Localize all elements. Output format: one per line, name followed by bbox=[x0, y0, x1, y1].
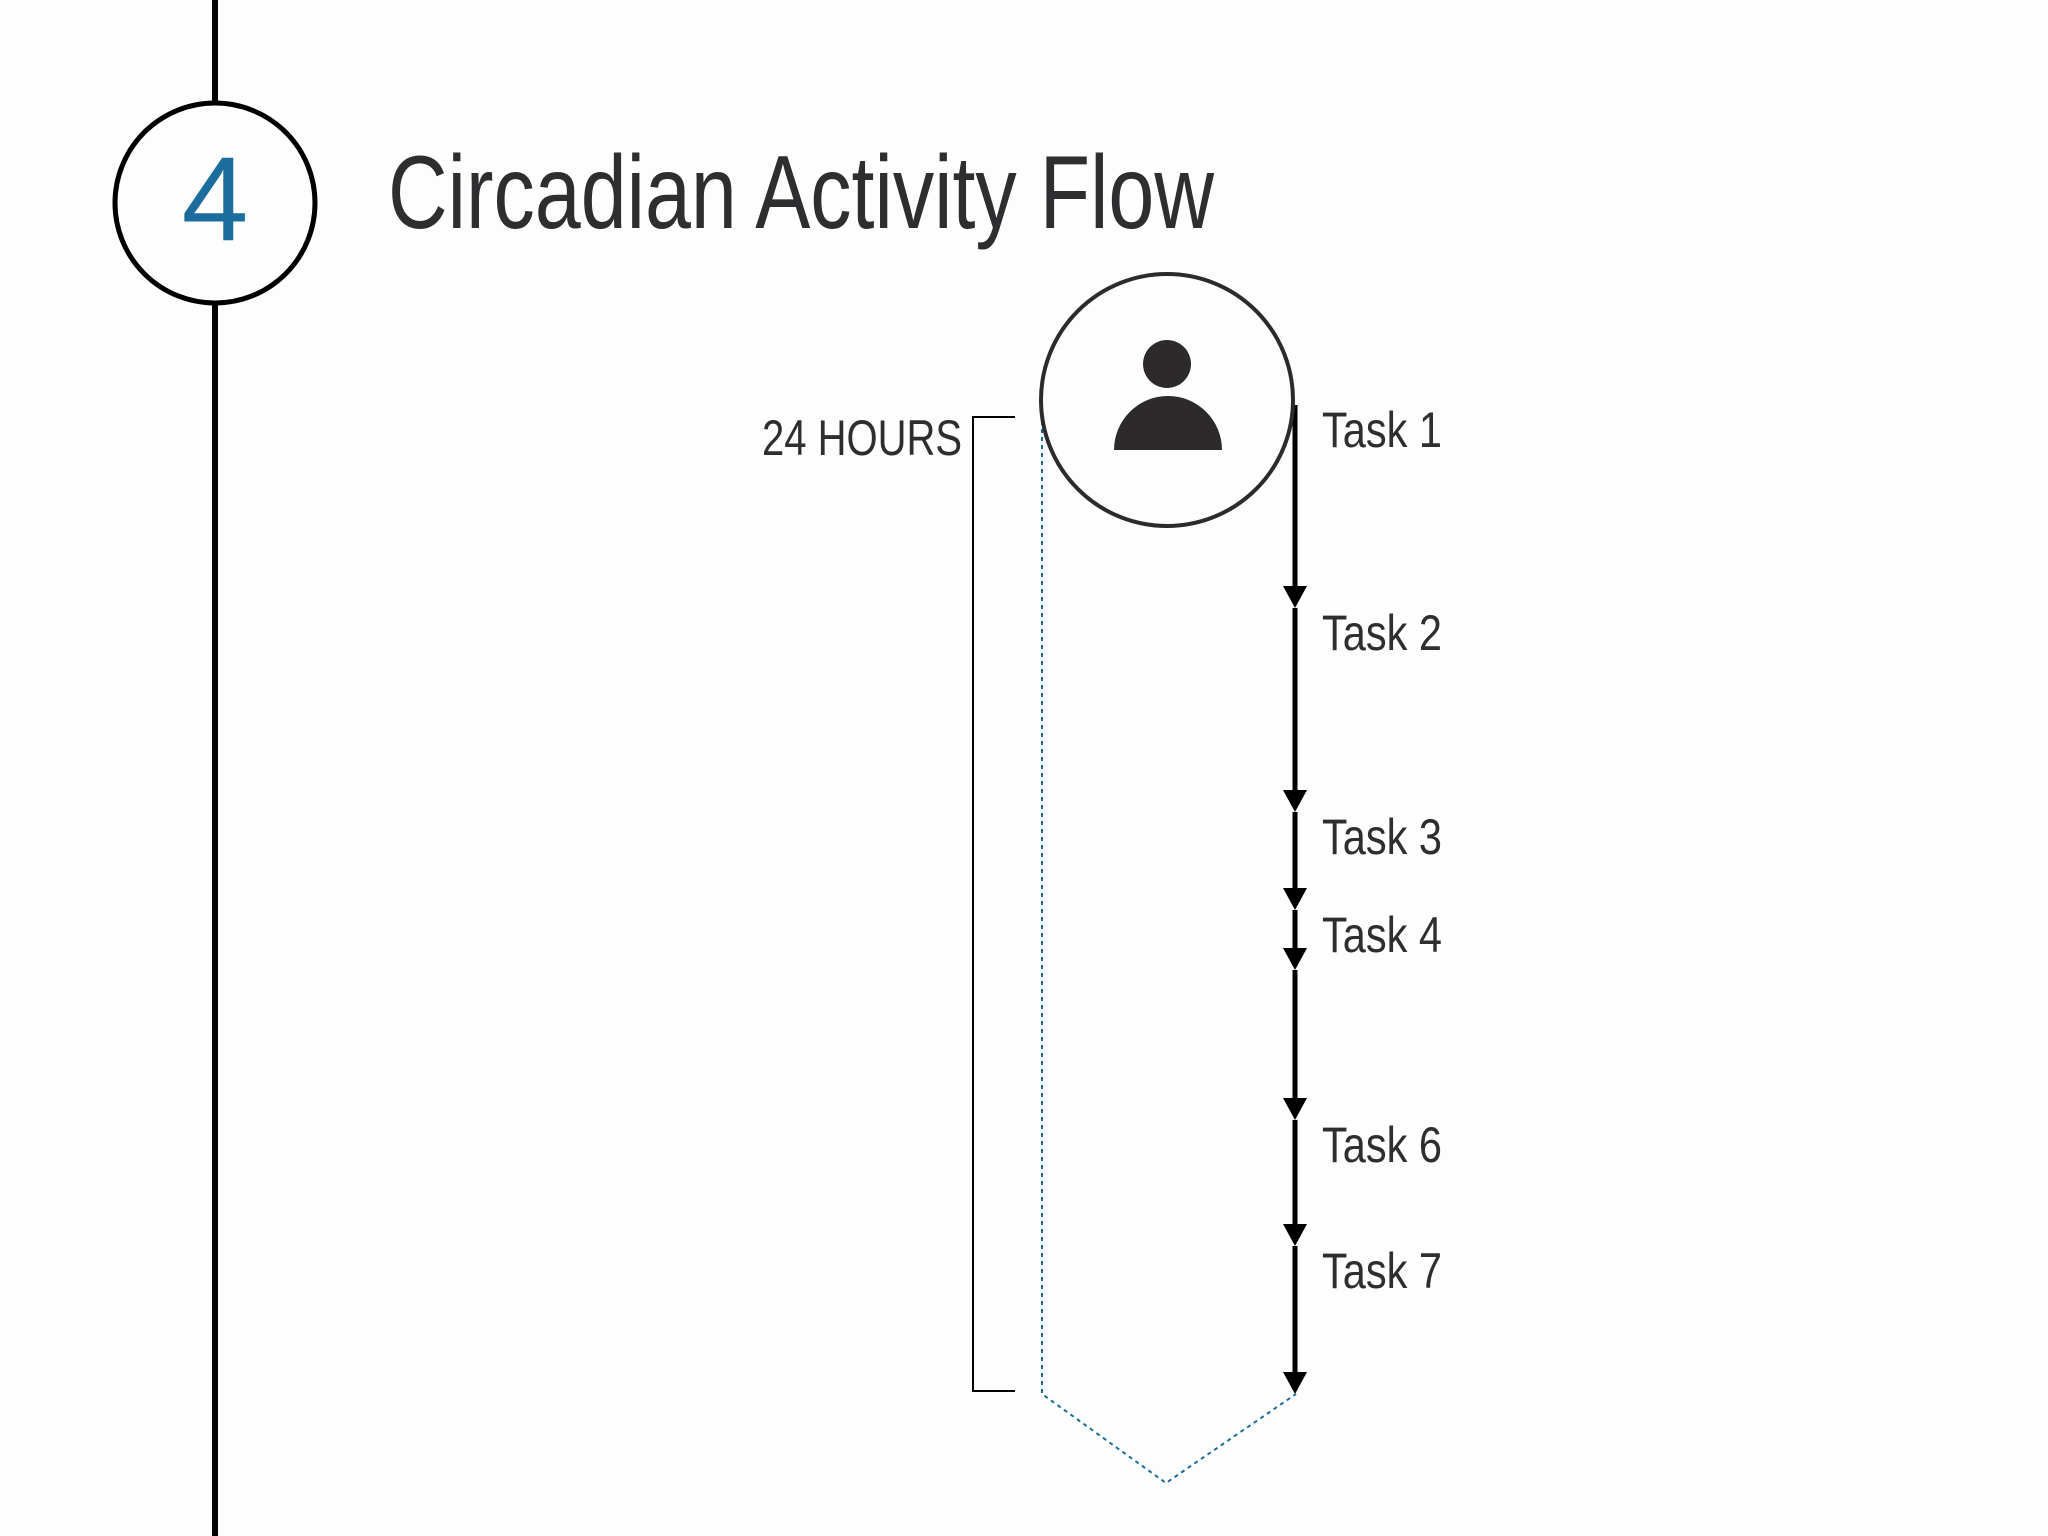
task-arrow-head bbox=[1283, 1224, 1307, 1246]
task-label: Task 1 bbox=[1322, 402, 1442, 458]
section-number-badge: 4 bbox=[112, 100, 318, 306]
section-title: Circadian Activity Flow bbox=[388, 135, 1215, 251]
task-labels: Task 1 Task 2 Task 3 Task 4 Task 6 Task 7 bbox=[1322, 402, 1442, 1299]
duration-label: 24 HOURS bbox=[762, 410, 962, 466]
task-arrow-head bbox=[1283, 1098, 1307, 1120]
task-label: Task 2 bbox=[1322, 605, 1442, 661]
task-arrow-head bbox=[1283, 586, 1307, 608]
person-avatar bbox=[1039, 272, 1295, 528]
cycle-return-path bbox=[1041, 405, 1297, 1485]
duration-bracket bbox=[972, 416, 1015, 1392]
task-label: Task 6 bbox=[1322, 1117, 1442, 1173]
task-arrow-head bbox=[1283, 790, 1307, 812]
task-label: Task 3 bbox=[1322, 809, 1442, 865]
task-arrow-head bbox=[1283, 948, 1307, 970]
task-flow-arrows bbox=[1283, 405, 1307, 1394]
user-icon bbox=[1114, 340, 1222, 450]
task-label: Task 7 bbox=[1322, 1243, 1442, 1299]
task-arrow-head bbox=[1283, 888, 1307, 910]
task-arrow-head bbox=[1283, 1372, 1307, 1394]
section-number: 4 bbox=[182, 132, 249, 266]
task-label: Task 4 bbox=[1322, 907, 1442, 963]
